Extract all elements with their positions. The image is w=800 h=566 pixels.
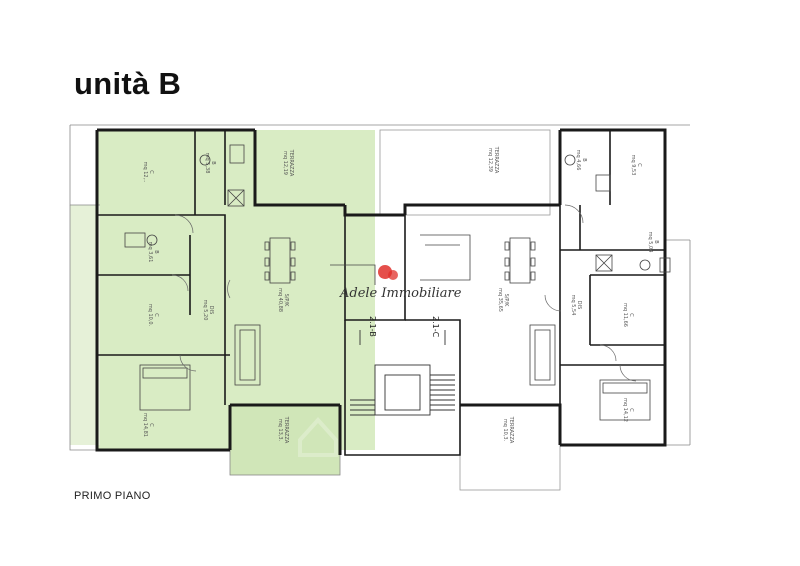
room-name: S/P/K xyxy=(283,294,289,308)
room-name: C xyxy=(148,423,154,427)
room-area: mq 5,54 xyxy=(570,295,576,316)
room-name: TERRAZZA xyxy=(288,149,294,177)
room-label-b-terrazza-n: TERRAZZAmq 12,19 xyxy=(282,149,294,177)
room-label-c-camera-2: Cmq 11,66 xyxy=(622,303,634,327)
room-label-b-bagno-1: Bmq 5,38 xyxy=(204,153,216,174)
room-name: B xyxy=(210,161,216,165)
brand-watermark: Adele Immobiliare xyxy=(339,265,462,301)
room-area: mq 12,.. xyxy=(142,162,148,183)
room-name: B xyxy=(153,250,159,254)
room-name: C xyxy=(153,313,159,317)
unit-b-highlight xyxy=(70,130,375,475)
room-label-c-soggiorno: S/P/Kmq 35,65 xyxy=(497,288,509,312)
room-label-b-bagno-2: Bmq 3,61 xyxy=(147,242,159,263)
room-label-b-camera-2: Cmq 10,0. xyxy=(147,304,159,327)
room-area: mq 14,81 xyxy=(142,413,148,437)
room-area: mq 4,66 xyxy=(575,150,581,171)
room-area: mq 10,0. xyxy=(147,304,153,327)
room-area: mq 11,66 xyxy=(622,303,628,327)
room-area: mq 13,3. xyxy=(277,419,283,442)
room-label-c-bagno-1: Bmq 4,66 xyxy=(575,150,587,171)
room-label-b-camera-3: Cmq 14,81 xyxy=(142,413,154,437)
room-label-c-bagno-2: Bmq 5,04 xyxy=(647,232,659,253)
room-label-c-terrazza-s: TERRAZZAmq 10,3. xyxy=(502,416,514,444)
unit-c-area xyxy=(379,129,561,491)
room-name: C xyxy=(636,163,642,167)
stairwell xyxy=(350,330,455,416)
room-name: DIS xyxy=(208,306,214,315)
room-label-b-dis: DISmq 5,20 xyxy=(202,300,214,321)
room-area: mq 5,38 xyxy=(204,153,210,174)
room-name: S/P/K xyxy=(503,294,509,308)
home-watermark-icon xyxy=(298,417,338,457)
room-area: mq 9,53 xyxy=(630,155,636,176)
room-label-b-terrazza-s: TERRAZZAmq 13,3. xyxy=(277,416,289,444)
room-area: mq 12,19 xyxy=(282,151,288,175)
room-label-c-terrazza-n: TERRAZZAmq 12,39 xyxy=(487,146,499,174)
room-area: mq 5,20 xyxy=(202,300,208,321)
room-area: mq 3,61 xyxy=(147,242,153,263)
room-name: C xyxy=(628,408,634,412)
floor-caption: PRIMO PIANO xyxy=(74,490,151,502)
room-name: B xyxy=(581,158,587,162)
room-area: mq 10,3. xyxy=(502,419,508,442)
room-area: mq 12,39 xyxy=(487,148,493,172)
room-name: TERRAZZA xyxy=(283,416,289,444)
room-area: mq 14,12 xyxy=(622,398,628,422)
interior-walls xyxy=(97,130,665,456)
room-name: DIS xyxy=(576,301,582,310)
room-area: mq 35,65 xyxy=(497,288,503,312)
room-area: mq 40,88 xyxy=(277,288,283,312)
room-area: mq 5,04 xyxy=(647,232,653,253)
furniture-unit-c xyxy=(420,154,671,421)
brand-name: Adele Immobiliare xyxy=(339,286,462,301)
exterior-walls xyxy=(95,128,667,455)
unit-code-b: 2.1-B xyxy=(368,316,377,337)
room-name: C xyxy=(148,170,154,174)
room-name: TERRAZZA xyxy=(493,146,499,174)
unit-code-c: 2.1-C xyxy=(431,316,440,338)
room-name: C xyxy=(628,313,634,317)
room-label-b-camera-1: Cmq 12,.. xyxy=(142,162,154,183)
room-name: B xyxy=(653,240,659,244)
room-label-c-camera-1: Cmq 9,53 xyxy=(630,155,642,176)
page-title: unità B xyxy=(74,66,182,101)
room-label-b-soggiorno: S/P/Kmq 40,88 xyxy=(277,288,289,312)
room-label-c-dis: DISmq 5,54 xyxy=(570,295,582,316)
door-swings xyxy=(171,204,637,382)
furniture-unit-b xyxy=(124,144,376,411)
room-label-c-camera-3: Cmq 14,12 xyxy=(622,398,634,422)
room-name: TERRAZZA xyxy=(508,416,514,444)
